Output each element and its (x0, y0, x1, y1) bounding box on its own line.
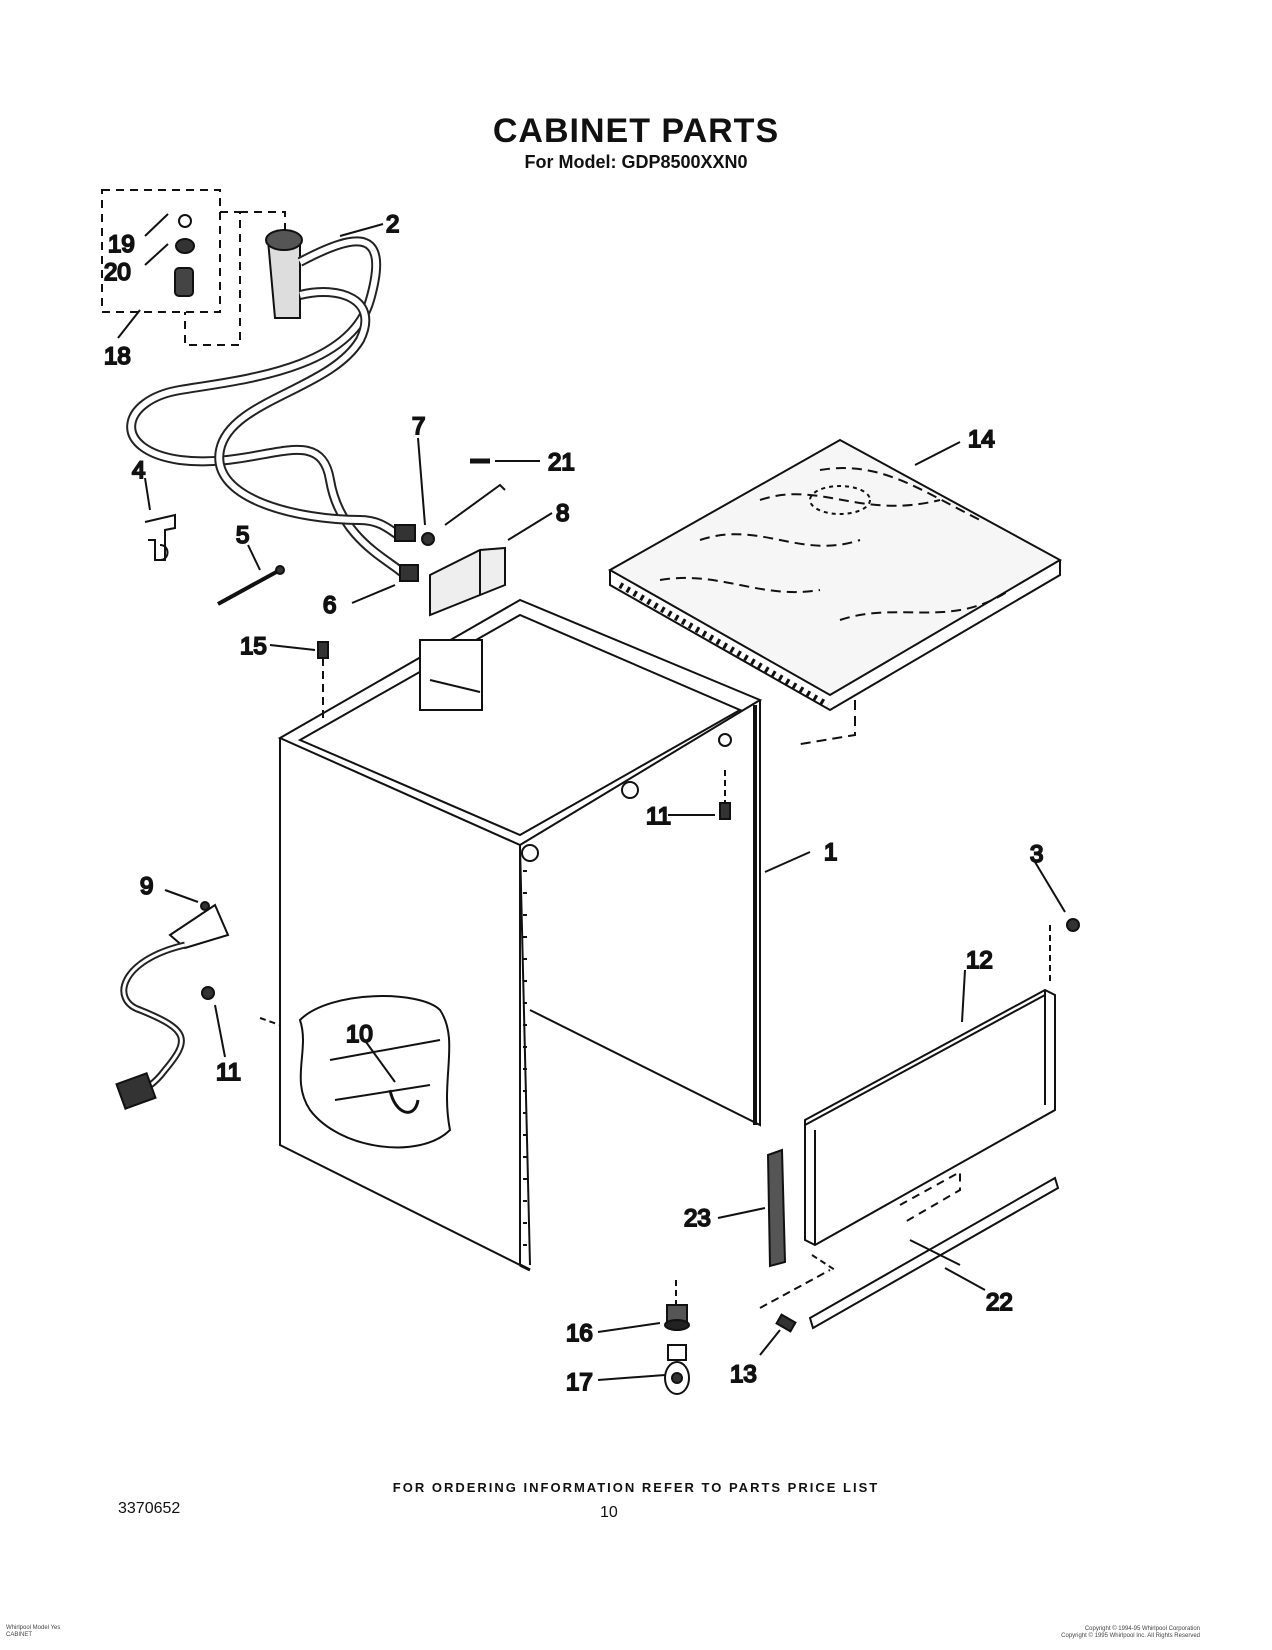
part-22-kick-strip (808, 1170, 1060, 1330)
callout-16: 16 (566, 1320, 593, 1347)
part-16-17-leg-caster (664, 1280, 690, 1395)
callout-10: 10 (346, 1021, 373, 1048)
callout-23: 23 (684, 1205, 711, 1232)
part-9-power-cord (115, 901, 230, 1110)
part-4-bracket (144, 513, 176, 561)
part-11-screw-cabinet (719, 770, 731, 820)
part-5-strap (217, 565, 285, 606)
left-fine-print-line-2: CABINET (6, 1632, 33, 1638)
callout-12: 12 (966, 947, 993, 974)
page-title: CABINET PARTS (492, 112, 780, 150)
callout-11-cord: 11 (216, 1059, 241, 1086)
callout-3: 3 (1030, 841, 1043, 868)
ordering-information-note: FOR ORDERING INFORMATION REFER TO PARTS … (392, 1480, 880, 1495)
left-fine-print: Whirlpool Model Yes CABINET (6, 1625, 60, 1639)
part-7-21-fasteners (421, 458, 506, 546)
document-number: 3370652 (118, 1500, 181, 1517)
part-3-screw (1049, 918, 1080, 985)
callout-7: 7 (412, 413, 425, 440)
callout-8: 8 (556, 500, 569, 527)
left-fine-print-line-1: Whirlpool Model Yes (6, 1625, 61, 1631)
part-13-screw (759, 1269, 831, 1333)
callout-20: 20 (104, 259, 131, 286)
part-8-hose-bracket (429, 546, 506, 617)
part-12-toe-panel (804, 988, 1056, 1271)
callout-2: 2 (386, 211, 399, 238)
part-15-screw (317, 641, 329, 720)
callout-6: 6 (323, 592, 336, 619)
part-14-wood-top (607, 438, 1063, 746)
callout-4: 4 (132, 457, 145, 484)
leader-lines (117, 213, 1066, 1381)
right-fine-print-line-1: Copyright © 1994-95 Whirlpool Corporatio… (1084, 1626, 1200, 1632)
callout-21: 21 (548, 449, 575, 476)
part-1-cabinet (259, 598, 763, 1272)
model-subtitle: For Model: GDP8500XXN0 (524, 152, 748, 172)
page-number: 10 (600, 1504, 618, 1521)
callout-17: 17 (566, 1369, 593, 1396)
right-fine-print-line-2: Copyright © 1995 Whirlpool Inc. All Righ… (1061, 1633, 1200, 1639)
part-19-20-washers (174, 214, 195, 297)
right-fine-print: Copyright © 1994-95 Whirlpool Corporatio… (1020, 1626, 1200, 1640)
callout-9: 9 (140, 873, 153, 900)
callout-15: 15 (240, 633, 267, 660)
callout-11-cabinet: 11 (646, 803, 671, 830)
callout-14: 14 (968, 426, 995, 453)
part-2-fill-valve-hose (126, 229, 419, 582)
callout-13: 13 (730, 1361, 757, 1388)
callout-5: 5 (236, 522, 249, 549)
callout-19: 19 (108, 231, 135, 258)
callout-18: 18 (104, 343, 131, 370)
callout-1: 1 (824, 839, 837, 866)
callout-22: 22 (986, 1289, 1013, 1316)
part-23-strip (766, 1148, 787, 1268)
